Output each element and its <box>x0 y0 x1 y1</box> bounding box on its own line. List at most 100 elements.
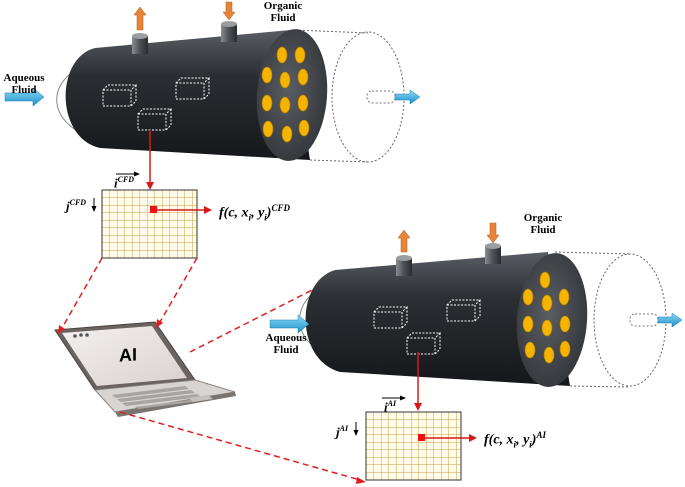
bottom-grid-function-label: f(c, xi, yi)AI <box>484 430 546 449</box>
top-left-nozzle <box>132 33 148 54</box>
top-grid-i-text: i <box>114 175 118 191</box>
bottom-fn-sup: AI <box>536 430 546 440</box>
top-organic-line1: Organic <box>263 0 303 12</box>
bottom-grid-i-text: i <box>384 399 388 415</box>
top-fn-sub1: i <box>248 212 252 223</box>
top-cylinder-body <box>65 30 310 160</box>
droplet <box>294 46 306 64</box>
top-cfd-grid <box>91 171 212 259</box>
control-volume <box>406 332 442 355</box>
droplet <box>541 294 553 312</box>
bottom-outlet-tube <box>629 313 659 327</box>
top-aqueous-line2: Fluid <box>11 84 37 96</box>
top-fn-end: ) <box>266 205 272 221</box>
top-extractor <box>4 1 421 190</box>
bottom-grid-j-label: jAI <box>336 424 348 440</box>
top-grid-i-label: iCFD <box>114 175 134 191</box>
droplet <box>522 288 534 306</box>
top-probe-arrowhead <box>146 182 154 190</box>
droplet <box>262 120 274 138</box>
bottom-fn-mid: , y <box>516 432 530 448</box>
top-grid-j-text: j <box>66 198 70 214</box>
top-outlet-up-arrow <box>133 6 147 31</box>
bottom-fn-sub2: i <box>529 439 532 450</box>
link-laptop-to-bottom-grid <box>119 411 361 481</box>
bottom-organic-line2: Fluid <box>530 224 556 236</box>
top-control-volumes <box>102 77 211 131</box>
droplet <box>281 125 293 143</box>
laptop-keyboard <box>112 386 201 409</box>
top-grid-function-label: f(c, xi, yi)CFD <box>219 203 290 222</box>
top-fn-mid: , y <box>251 205 265 221</box>
bottom-droplets <box>522 271 571 364</box>
control-volume <box>373 306 409 329</box>
bottom-grid-i-label: iAI <box>384 399 396 415</box>
control-volume <box>137 108 173 131</box>
droplet <box>524 341 536 359</box>
bottom-aqueous-line1: Aqueous <box>265 332 307 344</box>
top-right-nozzle <box>221 21 237 42</box>
droplet <box>261 66 273 84</box>
laptop-touchpad <box>188 395 213 402</box>
link-grid-to-laptop-right <box>159 257 198 323</box>
bottom-organic-fluid-label: Organic Fluid <box>508 212 578 236</box>
bottom-left-nozzle <box>396 255 412 276</box>
top-cylinder-end-face <box>256 29 328 161</box>
droplet <box>279 71 291 89</box>
bottom-aqueous-fluid-label: Aqueous Fluid <box>262 332 310 356</box>
laptop-screen-dot <box>73 334 77 338</box>
bottom-fn-main: f(c, x <box>484 432 514 448</box>
droplet <box>522 315 534 333</box>
top-aqueous-fluid-label: Aqueous Fluid <box>0 72 48 96</box>
link-laptop-to-bottom-unit <box>189 281 329 353</box>
droplet <box>297 68 309 86</box>
dashed-links <box>61 257 361 481</box>
top-grid-output-arrowhead <box>204 206 212 214</box>
bottom-right-nozzle <box>485 243 501 264</box>
top-grid-probe-cell <box>150 206 157 213</box>
droplet <box>276 46 288 64</box>
top-fn-sub2: i <box>264 212 267 223</box>
droplet <box>558 288 570 306</box>
droplet <box>279 96 291 114</box>
top-outflow-arrow <box>394 89 421 105</box>
top-grid-j-sup: CFD <box>69 198 87 207</box>
bottom-cylinder-body <box>305 252 570 386</box>
bottom-aqueous-line2: Fluid <box>273 344 299 356</box>
laptop-screen <box>62 326 187 386</box>
droplet <box>298 119 310 137</box>
top-inlet-down-arrow <box>222 1 236 21</box>
droplet <box>559 340 571 358</box>
laptop-ai-label: AI <box>119 344 137 366</box>
top-grid-i-sup: CFD <box>117 175 135 184</box>
bottom-outflow-arrow <box>657 312 683 328</box>
bottom-grid-j-sup: AI <box>339 424 349 433</box>
droplet <box>261 94 273 112</box>
bottom-organic-line1: Organic <box>523 212 563 224</box>
bottom-grid-probe-cell <box>418 434 425 441</box>
droplet <box>559 315 571 333</box>
bottom-fn-end: ) <box>531 432 537 448</box>
control-volume <box>175 77 211 100</box>
droplet <box>297 94 309 112</box>
bottom-extractor <box>269 222 683 411</box>
top-aqueous-line1: Aqueous <box>3 72 45 84</box>
bottom-ai-grid <box>353 395 477 481</box>
top-fn-main: f(c, x <box>219 205 249 221</box>
bottom-grid-j-text: j <box>336 424 340 440</box>
top-grid-j-label: jCFD <box>66 198 86 214</box>
control-volume <box>446 299 482 322</box>
top-organic-fluid-label: Organic Fluid <box>248 0 318 24</box>
bottom-inlet-down-arrow <box>486 222 500 244</box>
bottom-probe-arrowhead <box>414 403 422 411</box>
laptop <box>54 321 236 417</box>
link-grid-to-laptop-left <box>61 257 103 329</box>
droplet <box>541 319 553 337</box>
bottom-outlet-up-arrow <box>397 229 411 253</box>
droplet <box>543 346 555 364</box>
top-droplets <box>261 46 310 143</box>
top-outlet-tube <box>366 90 396 104</box>
bottom-fn-sub1: i <box>513 439 517 450</box>
bottom-grid-output-arrowhead <box>469 434 477 442</box>
top-aqueous-inflow-arrow <box>4 87 45 107</box>
